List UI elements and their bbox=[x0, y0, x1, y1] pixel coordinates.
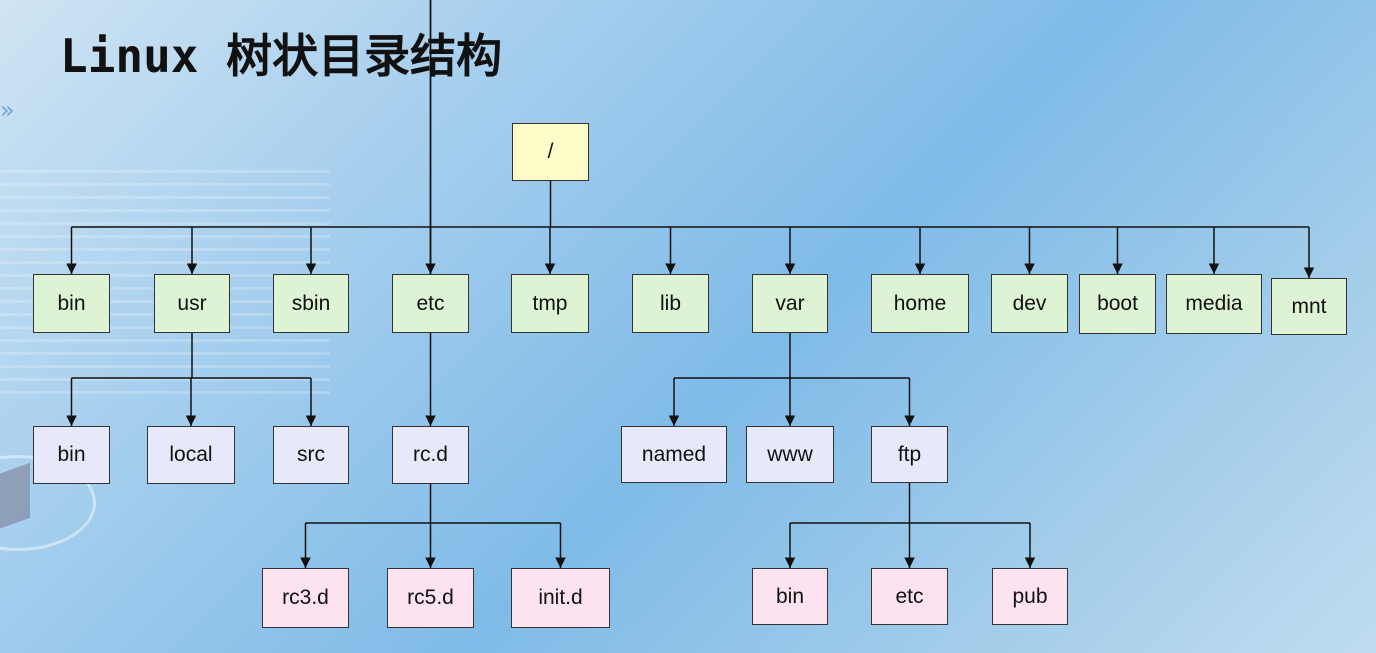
double-chevron-icon: » bbox=[0, 96, 15, 124]
dir-node-etc: etc bbox=[871, 568, 948, 625]
dir-node-media: media bbox=[1166, 274, 1262, 334]
dir-label: / bbox=[547, 140, 554, 163]
slide-title: Linux 树状目录结构 bbox=[60, 29, 503, 83]
dir-node-rc3-d: rc3.d bbox=[262, 568, 349, 628]
dir-node-src: src bbox=[273, 426, 349, 484]
dir-label: mnt bbox=[1291, 294, 1327, 318]
dir-node-bin: bin bbox=[33, 426, 110, 484]
dir-label: etc bbox=[895, 584, 924, 608]
dir-node-ftp: ftp bbox=[871, 426, 948, 483]
dir-label: etc bbox=[416, 291, 445, 315]
dir-node-bin: bin bbox=[752, 568, 828, 625]
dir-node-boot: boot bbox=[1079, 274, 1156, 334]
dir-label: bin bbox=[775, 584, 805, 608]
dir-label: home bbox=[893, 291, 947, 315]
dir-label: www bbox=[767, 442, 813, 466]
dir-node-pub: pub bbox=[992, 568, 1068, 625]
dir-node-rc-d: rc.d bbox=[392, 426, 469, 484]
dir-node-tmp: tmp bbox=[511, 274, 589, 333]
dir-label: usr bbox=[177, 291, 207, 315]
dir-label: media bbox=[1185, 292, 1243, 315]
dir-label: dev bbox=[1012, 291, 1047, 315]
dir-node-lib: lib bbox=[632, 274, 709, 333]
dir-label: src bbox=[297, 443, 325, 466]
dir-node-local: local bbox=[147, 426, 235, 484]
dir-label: boot bbox=[1097, 292, 1138, 315]
dir-node-named: named bbox=[621, 426, 727, 483]
dir-node-bin: bin bbox=[33, 274, 110, 333]
dir-node-home: home bbox=[871, 274, 969, 333]
dir-node-root: / bbox=[512, 123, 589, 181]
dir-node-dev: dev bbox=[991, 274, 1068, 333]
dir-label: init.d bbox=[538, 586, 583, 609]
dir-label: bin bbox=[57, 291, 86, 315]
dir-node-mnt: mnt bbox=[1271, 278, 1347, 335]
dir-node-www: www bbox=[746, 426, 834, 483]
dir-label: var bbox=[775, 291, 805, 315]
dir-label: named bbox=[641, 442, 707, 466]
dir-node-sbin: sbin bbox=[273, 274, 349, 333]
dir-label: tmp bbox=[532, 291, 568, 315]
dir-label: bin bbox=[57, 443, 86, 466]
dir-node-rc5-d: rc5.d bbox=[387, 568, 474, 628]
dir-label: rc3.d bbox=[282, 586, 329, 609]
dir-node-init-d: init.d bbox=[511, 568, 610, 628]
dir-node-var: var bbox=[752, 274, 828, 333]
dir-node-usr: usr bbox=[154, 274, 230, 333]
dir-node-etc: etc bbox=[392, 274, 469, 333]
dir-label: rc5.d bbox=[407, 586, 454, 609]
dir-label: lib bbox=[659, 291, 681, 315]
dir-label: rc.d bbox=[412, 443, 448, 466]
dir-label: sbin bbox=[291, 291, 331, 315]
dir-label: local bbox=[169, 443, 213, 466]
dir-label: ftp bbox=[897, 442, 922, 466]
dir-label: pub bbox=[1012, 584, 1048, 608]
